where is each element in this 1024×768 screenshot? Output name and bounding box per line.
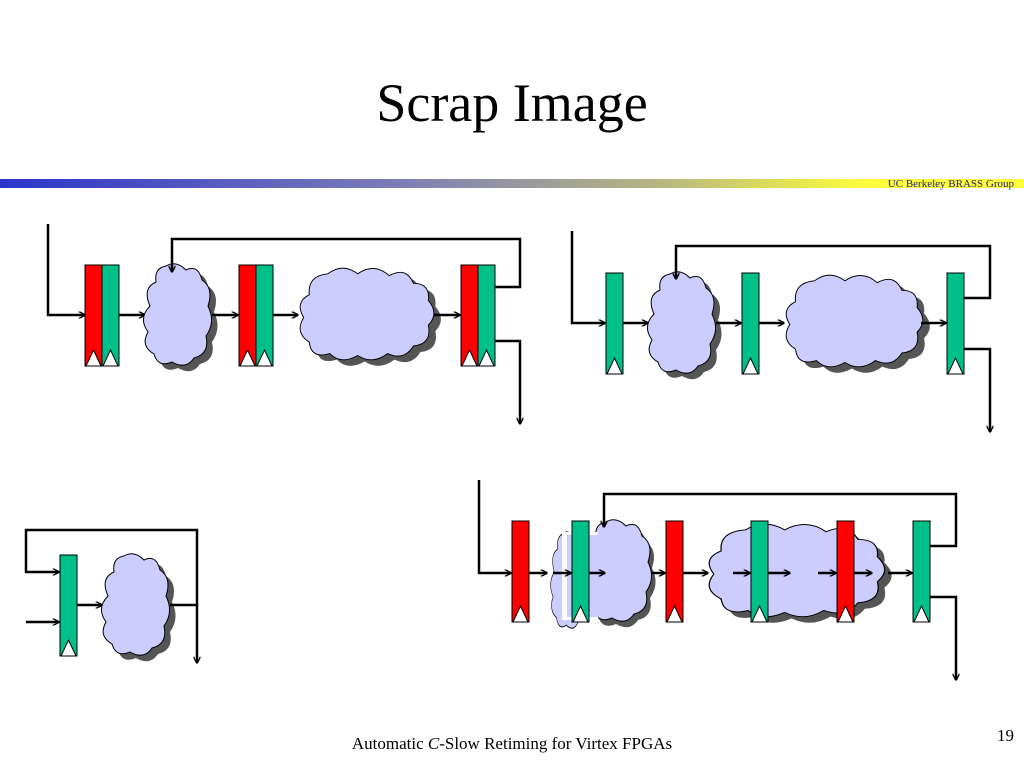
register-4a bbox=[511, 520, 530, 623]
register-pair-2 bbox=[238, 264, 274, 367]
register-2a bbox=[605, 272, 624, 375]
wire-feedback-4 bbox=[604, 492, 958, 548]
group-label: UC Berkeley BRASS Group bbox=[887, 178, 1014, 190]
register-pair-1 bbox=[84, 264, 120, 367]
wire-output-1 bbox=[495, 339, 520, 424]
slide-footer: Automatic C-Slow Retiming for Virtex FPG… bbox=[0, 734, 1024, 754]
logic-cloud-4 bbox=[785, 274, 930, 373]
logic-cloud-5 bbox=[100, 553, 176, 662]
wire-input-4 bbox=[477, 480, 511, 573]
wire-feedback-1 bbox=[172, 237, 522, 289]
page-number: 19 bbox=[997, 726, 1014, 745]
footer-prefix: Automatic bbox=[351, 734, 428, 753]
wire-input-2 bbox=[570, 231, 605, 323]
footer-suffix: -Slow Retiming for Virtex FPGAs bbox=[439, 734, 673, 753]
register-2b bbox=[741, 272, 760, 375]
footer-italic: C bbox=[427, 734, 440, 753]
diagram-c-slowed bbox=[46, 224, 522, 424]
wire-feedback-3 bbox=[24, 528, 199, 605]
diagram-retimed bbox=[477, 480, 958, 680]
register-pair-3 bbox=[460, 264, 496, 367]
wire-output-4 bbox=[930, 595, 956, 680]
wire-output-3 bbox=[170, 603, 197, 663]
slide-title: Scrap Image bbox=[376, 73, 648, 133]
logic-cloud-2 bbox=[299, 267, 441, 366]
diagram-original bbox=[570, 231, 992, 432]
logic-cloud-3 bbox=[646, 271, 722, 380]
wire-output-2 bbox=[964, 347, 990, 432]
diagram-single-loop bbox=[24, 528, 199, 663]
register-4c bbox=[665, 520, 684, 623]
wire-input-1 bbox=[46, 224, 85, 315]
register-4d bbox=[750, 520, 769, 623]
register-4e bbox=[836, 520, 855, 623]
register-3 bbox=[59, 554, 78, 657]
header-gradient-bar bbox=[0, 179, 1024, 188]
register-4b bbox=[571, 520, 590, 623]
logic-cloud-1 bbox=[142, 263, 218, 372]
register-2c bbox=[946, 272, 965, 375]
wire-feedback-2 bbox=[676, 244, 992, 300]
register-4f bbox=[912, 520, 931, 623]
